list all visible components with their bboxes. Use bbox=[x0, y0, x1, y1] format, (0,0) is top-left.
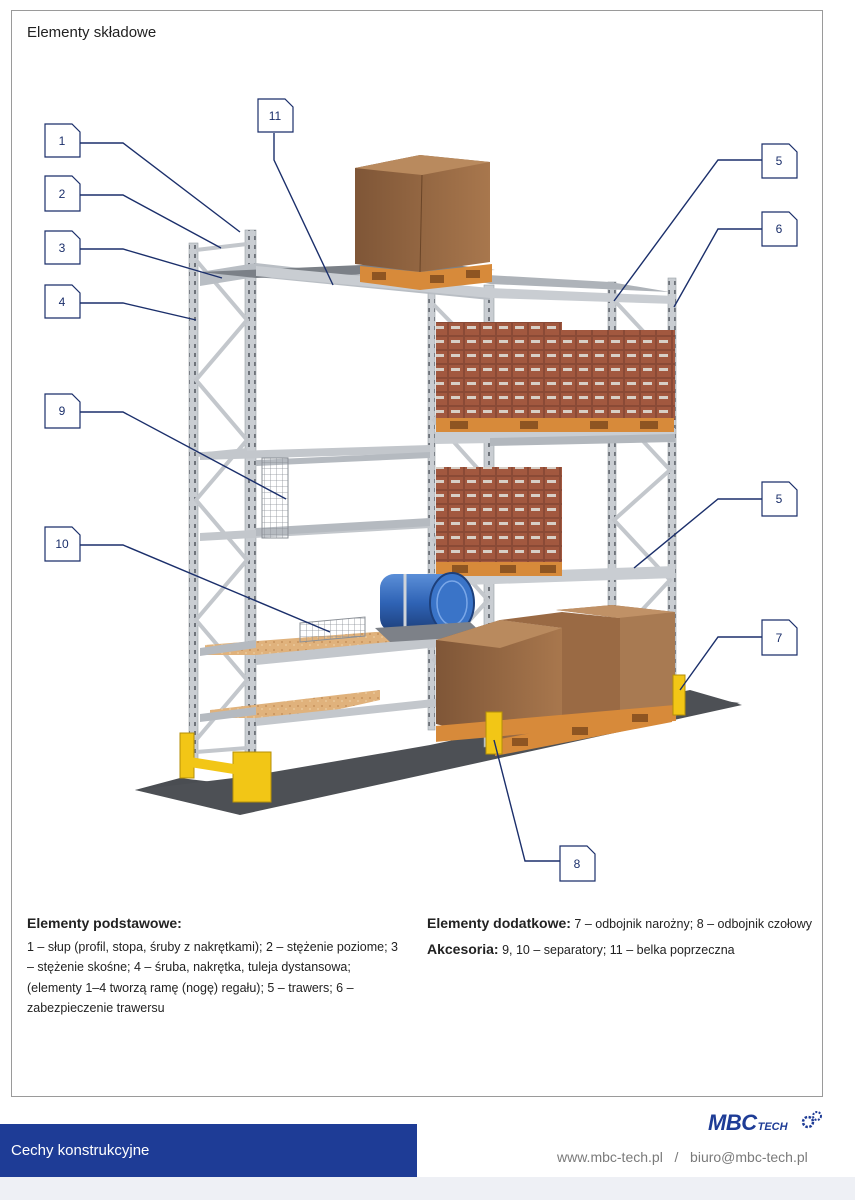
svg-text:7: 7 bbox=[776, 631, 783, 645]
callout-10: 10 bbox=[44, 526, 81, 562]
bottom-boxes bbox=[436, 605, 676, 756]
svg-text:5: 5 bbox=[776, 492, 783, 506]
svg-text:6: 6 bbox=[776, 222, 783, 236]
svg-text:9: 9 bbox=[59, 404, 66, 418]
callout-5-upper: 5 bbox=[761, 143, 798, 179]
svg-text:1: 1 bbox=[59, 134, 66, 148]
legend-basic-heading: Elementy podstawowe: bbox=[27, 915, 182, 931]
beams-level-5 bbox=[200, 690, 490, 726]
beams-level-2 bbox=[200, 428, 675, 466]
callout-7: 7 bbox=[761, 619, 798, 656]
rack-diagram: 1 2 3 4 9 10 11 5 6 5 7 8 bbox=[44, 98, 798, 882]
top-box bbox=[355, 155, 492, 290]
mesh-separator bbox=[299, 616, 366, 643]
legend-additional-heading: Elementy dodatkowe: bbox=[427, 915, 571, 931]
legend-basic: Elementy podstawowe: 1 – słup (profil, s… bbox=[27, 913, 407, 1019]
callout-5-lower: 5 bbox=[761, 481, 798, 517]
svg-text:2: 2 bbox=[59, 187, 66, 201]
carton-pallets-upper bbox=[436, 322, 675, 432]
callout-11: 11 bbox=[257, 98, 294, 133]
legend-additional-text: 7 – odbojnik narożny; 8 – odbojnik czoło… bbox=[570, 917, 813, 931]
corner-guards bbox=[179, 674, 686, 803]
legend-basic-text: 1 – słup (profil, stopa, śruby z nakrętk… bbox=[27, 939, 399, 1016]
mbc-logo: MBCTECH bbox=[708, 1110, 788, 1135]
contact-separator: / bbox=[674, 1149, 679, 1165]
callout-1: 1 bbox=[44, 123, 81, 158]
svg-text:4: 4 bbox=[59, 295, 66, 309]
email-link[interactable]: biuro@mbc-tech.pl bbox=[690, 1149, 808, 1165]
legend-additional: Elementy dodatkowe: 7 – odbojnik narożny… bbox=[427, 913, 827, 960]
svg-text:8: 8 bbox=[574, 857, 581, 871]
horizontal-bracing bbox=[195, 242, 248, 754]
callout-2: 2 bbox=[44, 175, 81, 212]
footer-strip bbox=[0, 1177, 855, 1200]
callout-9: 9 bbox=[44, 393, 81, 429]
callout-6: 6 bbox=[761, 211, 798, 247]
svg-text:3: 3 bbox=[59, 241, 66, 255]
website-link[interactable]: www.mbc-tech.pl bbox=[557, 1149, 663, 1165]
legend-accessories-text: 9, 10 – separatory; 11 – belka poprzeczn… bbox=[498, 942, 735, 957]
svg-text:11: 11 bbox=[269, 109, 282, 123]
diagonal-bracing bbox=[193, 258, 250, 742]
content-frame bbox=[11, 10, 823, 1097]
callout-3: 3 bbox=[44, 230, 81, 265]
callout-8: 8 bbox=[559, 845, 596, 882]
footer-section-bar bbox=[0, 1124, 417, 1177]
page-title: Elementy składowe bbox=[27, 24, 157, 41]
footer-contact: www.mbc-tech.pl / biuro@mbc-tech.pl bbox=[557, 1149, 808, 1165]
svg-text:10: 10 bbox=[55, 537, 69, 551]
svg-text:5: 5 bbox=[776, 154, 783, 168]
footer-section-title: Cechy konstrukcyjne bbox=[11, 1142, 150, 1159]
gear-icon bbox=[801, 1111, 822, 1129]
beams-top bbox=[200, 262, 675, 304]
callout-4: 4 bbox=[44, 284, 81, 319]
legend-accessories-heading: Akcesoria: bbox=[427, 940, 499, 957]
leader-lines bbox=[80, 133, 762, 862]
barrel bbox=[375, 572, 485, 642]
carton-pallets-middle bbox=[436, 467, 562, 576]
